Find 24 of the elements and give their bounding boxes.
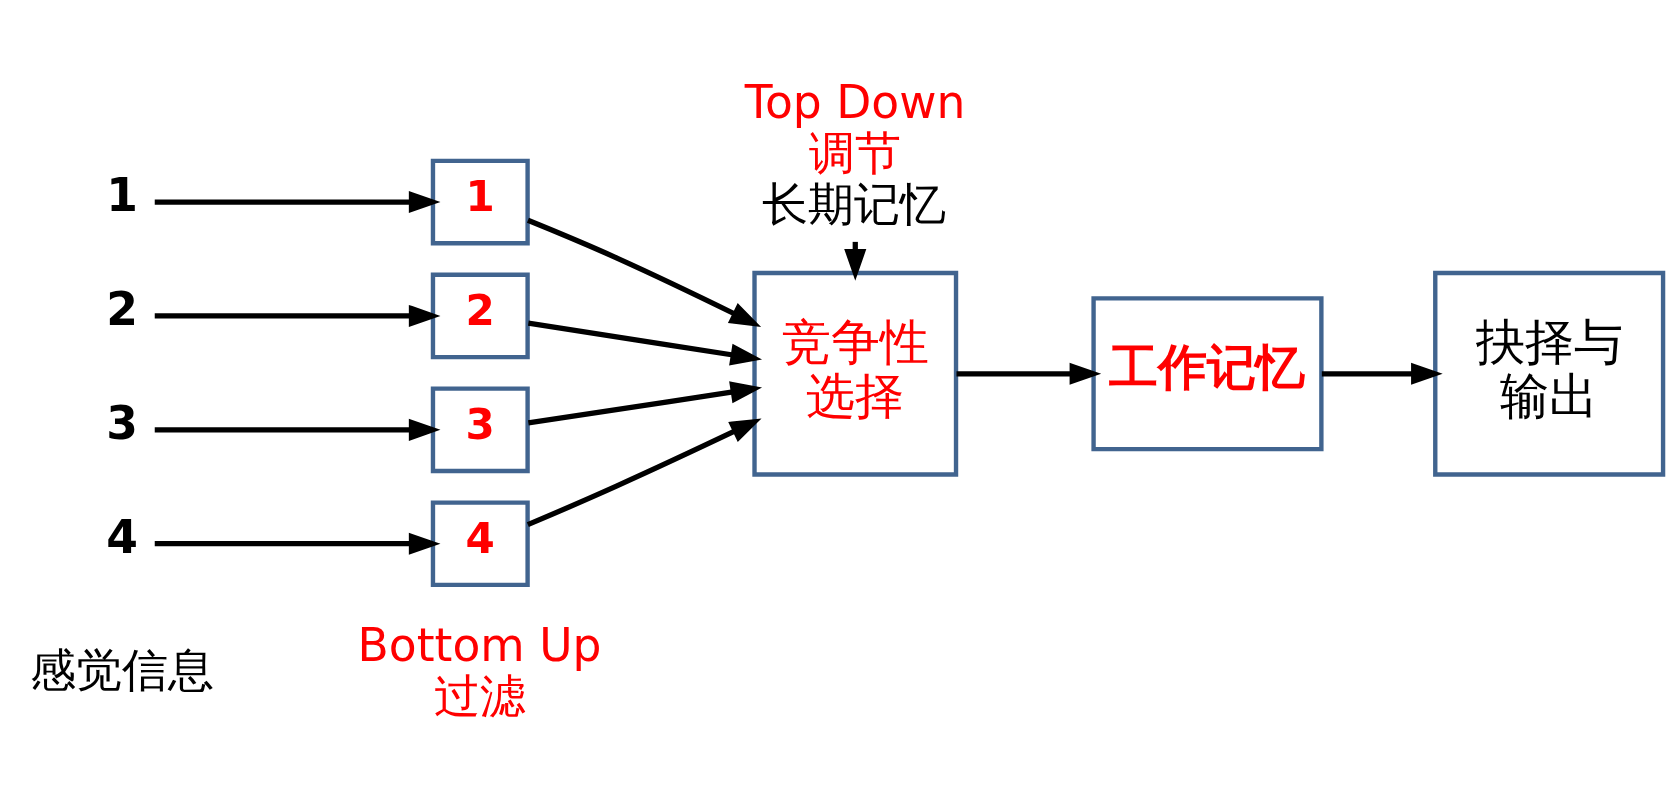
node-text: 2	[106, 282, 138, 336]
node-text: Top Down 调节 长期记忆	[744, 75, 966, 231]
arrow	[956, 362, 1102, 385]
arrow	[527, 320, 763, 366]
node-box: 4	[430, 499, 530, 587]
node-text: 3	[106, 396, 138, 450]
node-text: 1	[106, 168, 138, 222]
node-box: 抉择与输出	[1433, 270, 1666, 477]
node-box: 3	[430, 386, 530, 473]
label: Bottom Up 过滤	[357, 618, 602, 723]
arrow	[154, 304, 441, 327]
node-text: 4	[106, 510, 138, 564]
node-box: 1	[430, 158, 530, 245]
arrow	[526, 217, 762, 327]
arrow	[526, 417, 762, 527]
node-box: 工作记忆	[1091, 295, 1324, 451]
arrow	[1321, 362, 1443, 385]
label: 感觉信息	[29, 643, 214, 697]
node-box: 竞争性选择	[752, 270, 959, 477]
node-box: 2	[430, 272, 530, 359]
arrow	[154, 418, 441, 441]
arrow	[154, 532, 441, 555]
arrow	[527, 380, 763, 425]
arrow	[154, 190, 441, 213]
